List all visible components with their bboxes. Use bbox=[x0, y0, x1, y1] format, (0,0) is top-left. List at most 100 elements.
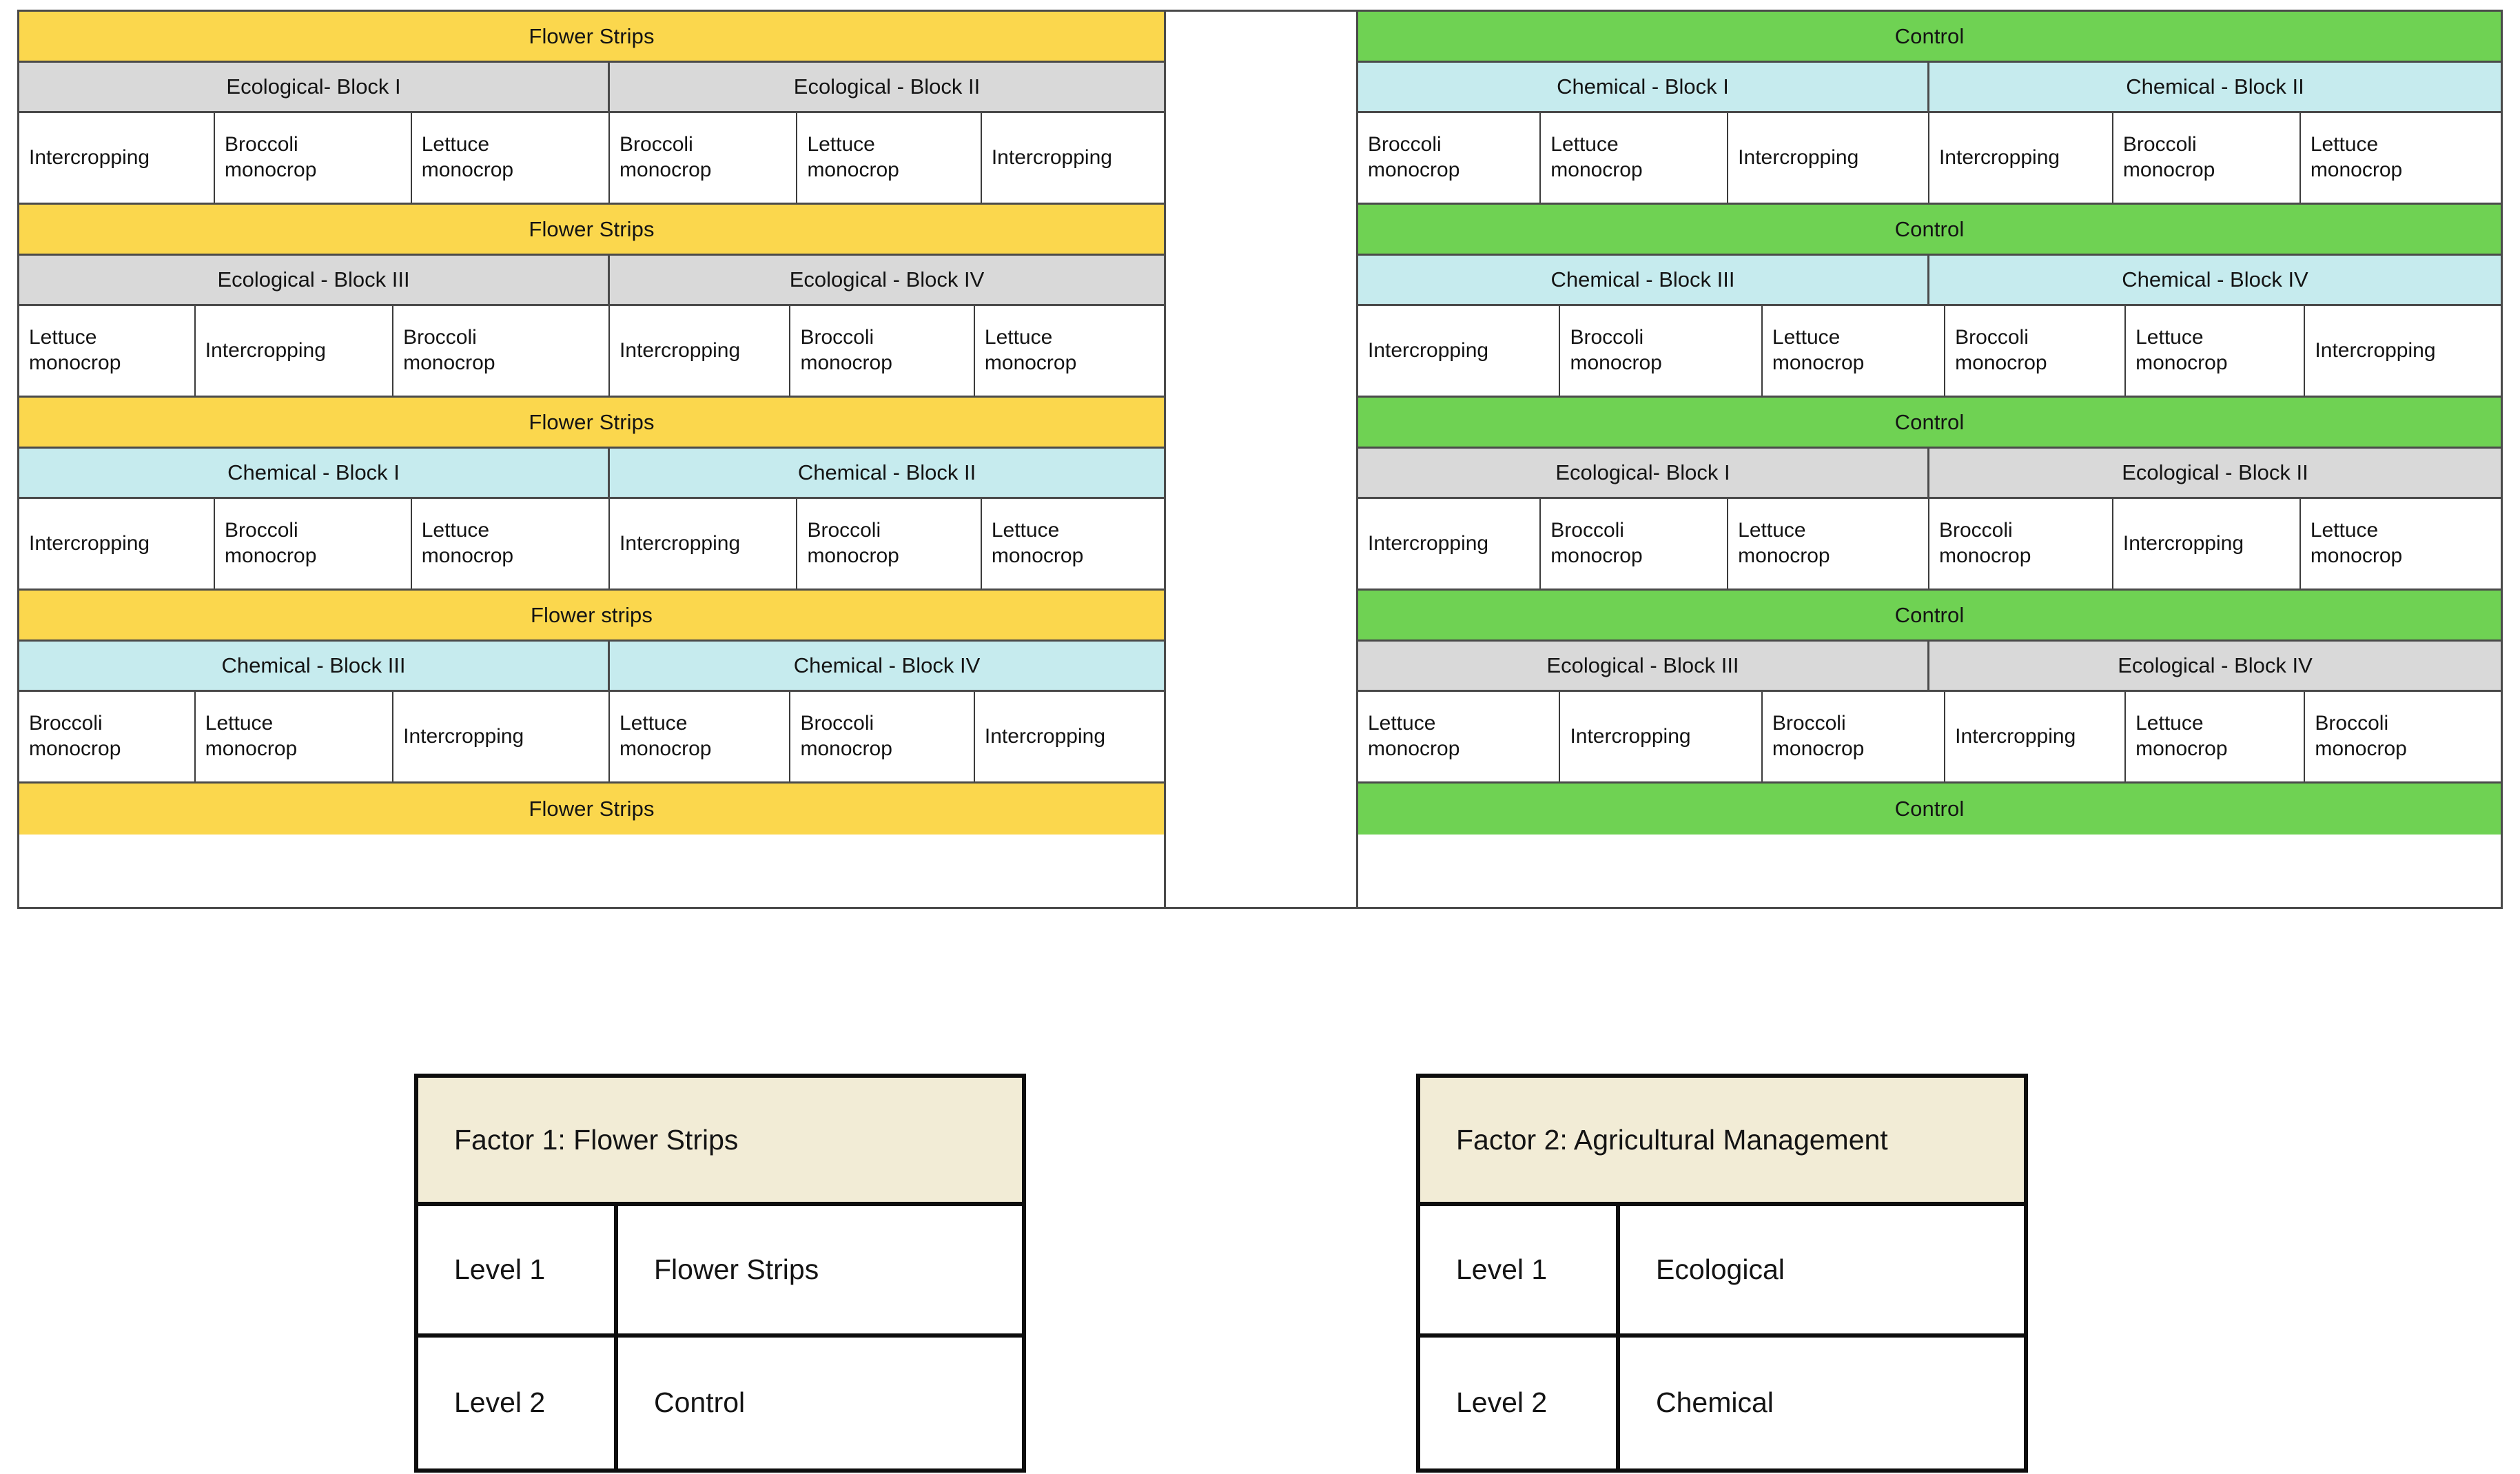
plot-crop-name: Broccoli bbox=[1772, 712, 1846, 735]
plot-crop-name: Lettuce bbox=[2310, 519, 2379, 542]
block-header-chemical: Chemical - Block I bbox=[1358, 63, 1929, 111]
plot-cell: Intercropping bbox=[610, 306, 791, 396]
treatment-strip-control: Control bbox=[1358, 784, 2501, 835]
treatment-strip-control: Control bbox=[1358, 398, 2501, 449]
factor-table-2-row-level2: Level 2 Chemical bbox=[1420, 1337, 2024, 1468]
plot-crop-name: Broccoli bbox=[807, 519, 881, 542]
plot-crop-name: Intercropping bbox=[29, 145, 150, 169]
treatment-strip-control: Control bbox=[1358, 591, 2501, 642]
plot-crop-name: Intercropping bbox=[984, 724, 1105, 748]
block-header-chemical: Chemical - Block I bbox=[19, 449, 611, 497]
plot-crop-name: Lettuce bbox=[1772, 326, 1841, 349]
plot-cell: Intercropping bbox=[1929, 113, 2113, 203]
plot-crop-name: Lettuce bbox=[619, 712, 688, 735]
block-header-chemical: Chemical - Block II bbox=[610, 449, 1164, 497]
plot-crop-type: monocrop bbox=[800, 351, 892, 374]
plot-crop-name: Intercropping bbox=[2315, 338, 2436, 362]
block-header-ecological: Ecological - Block II bbox=[610, 63, 1164, 111]
block-header-ecological: Ecological- Block I bbox=[1358, 449, 1929, 497]
plot-crop-name: Broccoli bbox=[800, 326, 874, 349]
plot-crop-name: Intercropping bbox=[1368, 338, 1489, 362]
plot-crop-name: Lettuce bbox=[1738, 519, 1806, 542]
plot-cell: Intercropping bbox=[19, 499, 216, 588]
plot-crop-name: Intercropping bbox=[29, 531, 150, 555]
block-header-chemical: Chemical - Block IV bbox=[610, 642, 1164, 690]
plot-crop-type: monocrop bbox=[1955, 351, 2047, 374]
plot-crop-name: Intercropping bbox=[1738, 145, 1859, 169]
treatment-strip-flower: Flower Strips bbox=[19, 784, 1164, 835]
factor-table-1: Factor 1: Flower Strips Level 1 Flower S… bbox=[414, 1074, 1026, 1473]
plot-crop-type: monocrop bbox=[2122, 158, 2215, 181]
factor-table-1-row-level2: Level 2 Control bbox=[418, 1337, 1022, 1468]
plot-crop-type: monocrop bbox=[1550, 544, 1643, 567]
block-header-ecological: Ecological - Block III bbox=[19, 256, 611, 304]
plot-crop-name: Broccoli bbox=[225, 519, 298, 542]
plot-crop-name: Broccoli bbox=[225, 133, 298, 156]
plot-crop-name: Broccoli bbox=[2315, 712, 2389, 735]
plot-crop-name: Lettuce bbox=[984, 326, 1053, 349]
factor-level-value: Control bbox=[654, 1386, 746, 1419]
plot-crop-name: Broccoli bbox=[1570, 326, 1644, 349]
plot-crop-name: Intercropping bbox=[1938, 145, 2060, 169]
plot-crop-type: monocrop bbox=[1938, 544, 2031, 567]
plot-crop-name: Intercropping bbox=[403, 724, 524, 748]
plot-crop-name: Lettuce bbox=[807, 133, 875, 156]
plot-cell: Intercropping bbox=[19, 113, 216, 203]
plot-crop-name: Intercropping bbox=[619, 338, 741, 362]
plot-crop-name: Broccoli bbox=[800, 712, 874, 735]
plot-crop-type: monocrop bbox=[984, 351, 1077, 374]
plot-crop-name: Broccoli bbox=[619, 133, 693, 156]
plot-cell: Intercropping bbox=[1560, 692, 1763, 781]
treatment-strip-control: Control bbox=[1358, 12, 2501, 63]
plot-crop-type: monocrop bbox=[225, 158, 317, 181]
factor-table-2-row-level1: Level 1 Ecological bbox=[1420, 1206, 2024, 1338]
factor-level-label: Level 1 bbox=[418, 1206, 618, 1333]
plot-crop-name: Broccoli bbox=[29, 712, 103, 735]
plot-crop-name: Lettuce bbox=[991, 519, 1060, 542]
plot-crop-type: monocrop bbox=[1772, 351, 1865, 374]
plot-crop-type: monocrop bbox=[421, 544, 514, 567]
factor-level-value: Chemical bbox=[1656, 1386, 1774, 1419]
plot-cell: Intercropping bbox=[974, 692, 1164, 781]
plot-crop-name: Intercropping bbox=[2122, 531, 2244, 555]
factor-level-value: Ecological bbox=[1656, 1253, 1785, 1285]
plot-crop-type: monocrop bbox=[29, 351, 121, 374]
plot-crop-type: monocrop bbox=[421, 158, 514, 181]
plot-crop-name: Lettuce bbox=[2135, 326, 2204, 349]
plot-crop-type: monocrop bbox=[800, 737, 892, 760]
factor-level-label: Level 1 bbox=[1420, 1206, 1620, 1333]
plot-crop-type: monocrop bbox=[2135, 351, 2228, 374]
plot-crop-name: Lettuce bbox=[29, 326, 97, 349]
plot-crop-name: Broccoli bbox=[1368, 133, 1442, 156]
plot-cell: Intercropping bbox=[2113, 499, 2301, 588]
block-header-chemical: Chemical - Block III bbox=[19, 642, 611, 690]
block-header-chemical: Chemical - Block III bbox=[1358, 256, 1929, 304]
plot-crop-type: monocrop bbox=[1368, 737, 1460, 760]
plot-cell: Intercropping bbox=[1728, 113, 1929, 203]
